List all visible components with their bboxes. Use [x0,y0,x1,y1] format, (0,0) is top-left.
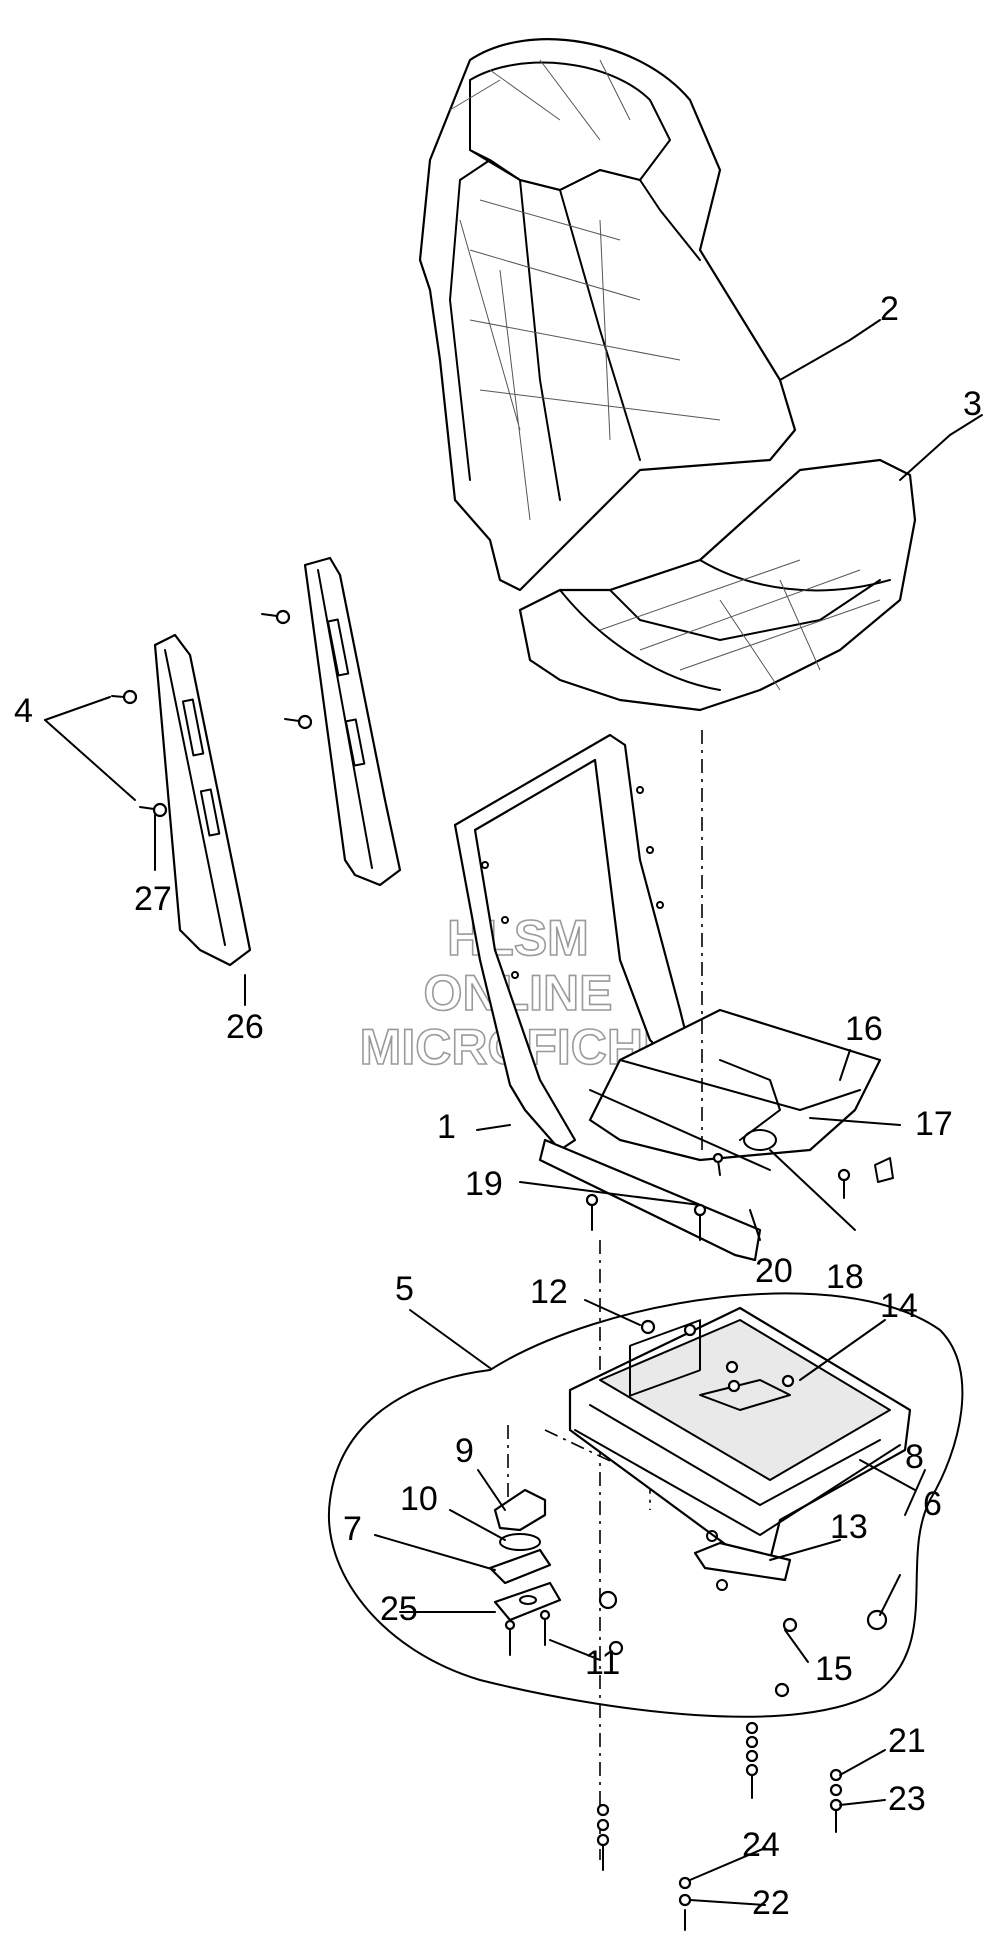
slider-assembly-outline [327,1292,964,1718]
callout-17: 17 [915,1105,953,1143]
seat-cushion [518,458,917,712]
callout-6: 6 [923,1485,942,1523]
leader-lines [44,319,983,1906]
nuts-and-washers [598,1319,888,1698]
callout-8: 8 [905,1438,924,1476]
callout-24: 24 [742,1826,780,1864]
callout-9: 9 [455,1432,474,1470]
seat-side-rail-right [303,556,402,887]
callout-2: 2 [880,290,899,328]
frame-bolts [585,1152,851,1241]
callout-27: 27 [134,880,172,918]
callout-21: 21 [888,1722,926,1760]
callout-14: 14 [880,1287,918,1325]
callout-7: 7 [343,1510,362,1548]
callout-20: 20 [755,1252,793,1290]
callout-19: 19 [465,1165,503,1203]
callout-26: 26 [226,1008,264,1046]
seat-side-rail-left [153,633,252,967]
assembly-centerline [599,730,703,1860]
callout-22: 22 [752,1884,790,1922]
callout-labels: 2 3 4 27 26 1 16 17 19 20 18 5 12 14 6 9… [14,290,982,1922]
callout-25: 25 [380,1590,418,1628]
slider-plate [693,1530,792,1591]
seat-slider-base [568,1306,912,1562]
mounting-hardware-stacks [596,1721,843,1931]
watermark-line-1: HLSM [447,910,589,966]
seat-frame [453,733,894,1262]
callout-3: 3 [963,385,982,423]
callout-15: 15 [815,1650,853,1688]
callout-12: 12 [530,1273,568,1311]
callout-13: 13 [830,1508,868,1546]
callout-11: 11 [585,1644,620,1682]
callout-5: 5 [395,1270,414,1308]
callout-1: 1 [437,1108,456,1146]
seat-backrest [418,38,797,592]
callout-18: 18 [826,1258,864,1296]
callout-16: 16 [845,1010,883,1048]
latch-assembly [488,1488,562,1656]
callout-23: 23 [888,1780,926,1818]
callout-4: 4 [14,692,33,730]
callout-10: 10 [400,1480,438,1518]
rail-screws-and-nuts [111,609,313,818]
